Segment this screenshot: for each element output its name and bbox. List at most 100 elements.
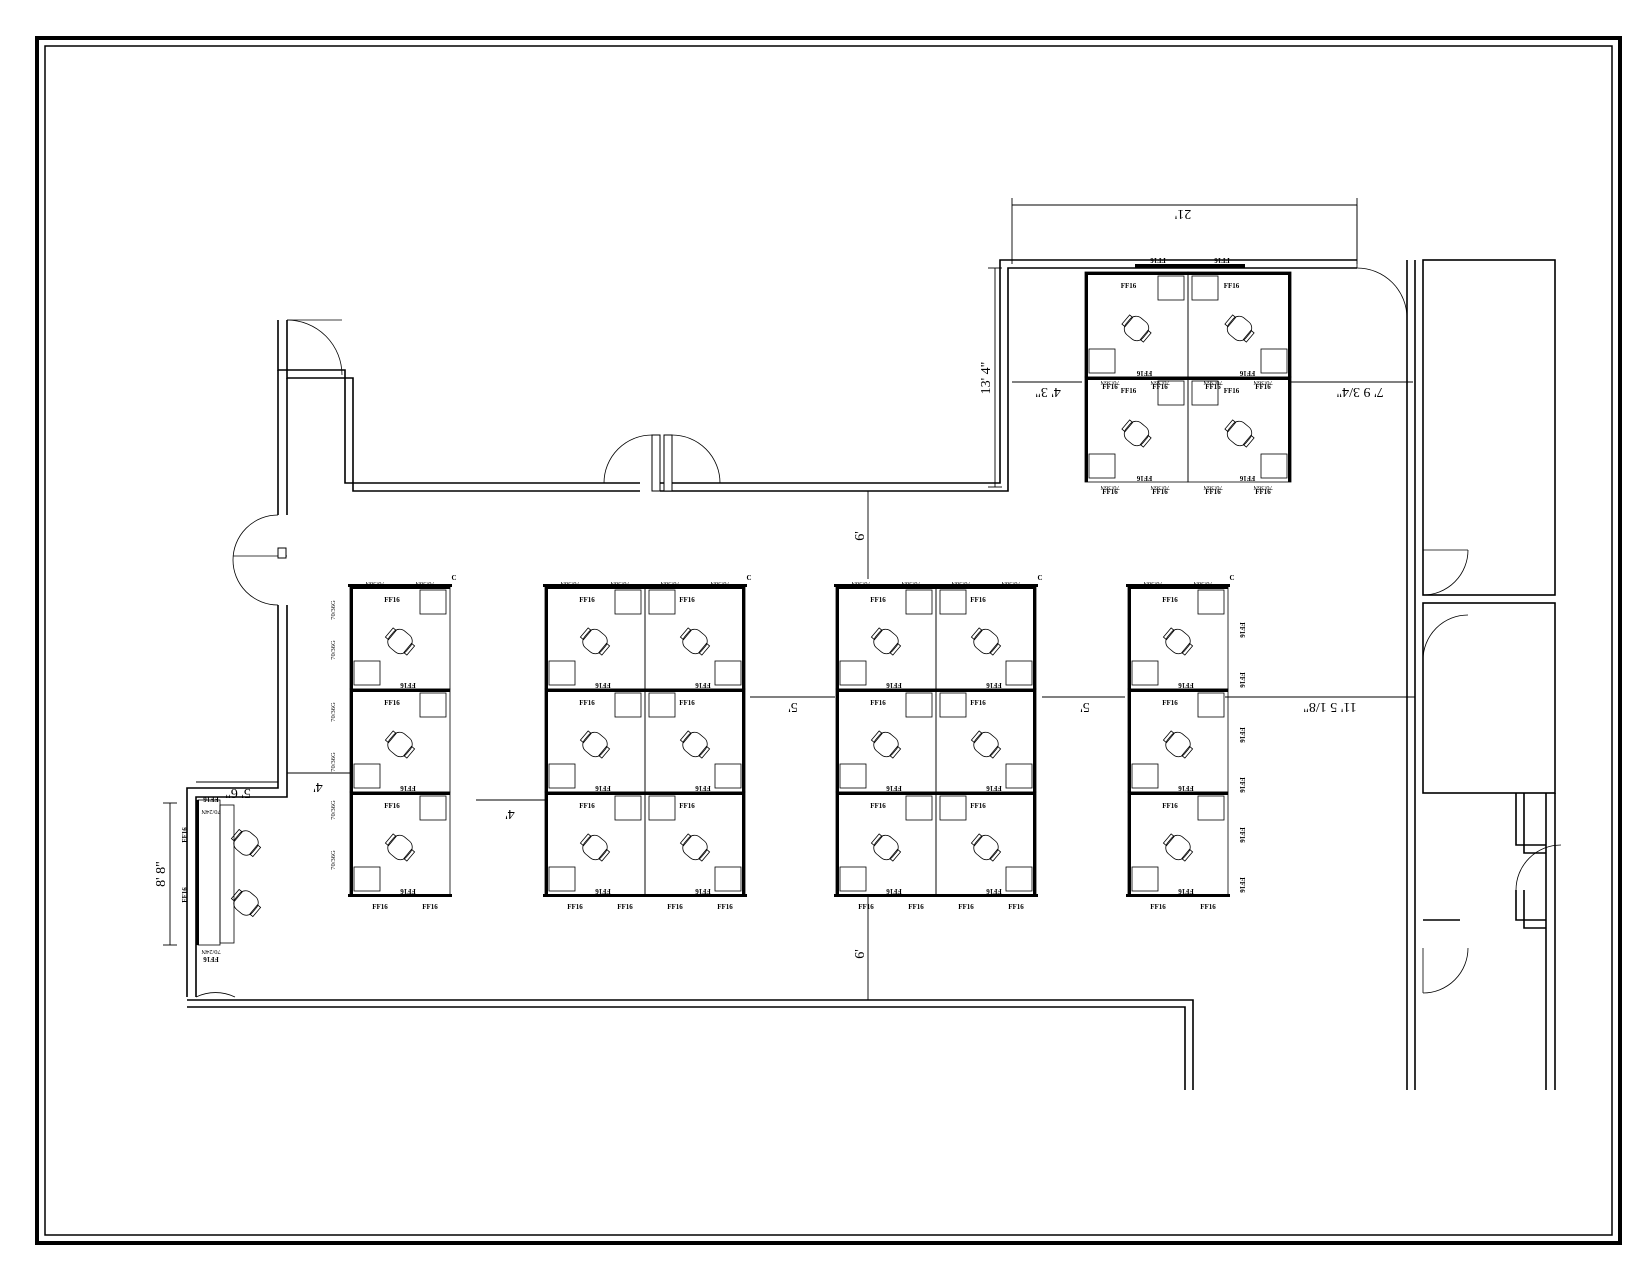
desk-return: [1197, 589, 1225, 615]
dim-aisle-b: 5': [1080, 699, 1090, 714]
workstation: [644, 688, 746, 793]
panel-label: FF16: [1162, 802, 1178, 810]
panel-top: [645, 689, 745, 692]
workstation: [544, 585, 646, 690]
panel-label: C: [1037, 574, 1042, 582]
reception-panel: [196, 800, 199, 945]
panel-label: 70/36N: [1253, 484, 1273, 491]
panel-label: FF16: [1255, 383, 1271, 391]
panel-label: C: [451, 574, 456, 582]
panel-label: 70/36N: [851, 580, 871, 587]
sheet-border: [35, 36, 1622, 1245]
desk-return: [905, 795, 933, 821]
workstation: [544, 688, 646, 793]
file-pedestal: [714, 866, 742, 892]
panel-top: [936, 792, 1036, 795]
panel-label: FF16: [1238, 622, 1246, 638]
chair-icon: [970, 627, 1002, 656]
panel-side: [1085, 377, 1088, 482]
panel-label: FF16: [870, 596, 886, 604]
file-pedestal: [839, 866, 867, 892]
panel-run: [1135, 264, 1245, 268]
panel-label: 70/36N: [1001, 580, 1021, 587]
dim-left-gap: 4': [313, 779, 323, 794]
chair-icon: [230, 888, 262, 918]
panel-label: FF16: [858, 903, 874, 911]
panel-label: FF16: [384, 596, 400, 604]
panel-label: 70/36N: [1193, 580, 1213, 587]
panel-run: [348, 894, 452, 897]
panel-label: FF16: [1102, 383, 1118, 391]
panel-side: [350, 689, 353, 792]
panel-label: FF16: [400, 784, 416, 792]
panel-label: 70/24N: [201, 808, 221, 815]
panel-label: FF16: [1121, 282, 1137, 290]
desk-return: [648, 795, 676, 821]
panel-label: FF16: [203, 795, 219, 803]
desk-return: [1197, 795, 1225, 821]
file-pedestal: [1131, 866, 1159, 892]
workstation: [1127, 791, 1229, 896]
file-pedestal: [714, 763, 742, 789]
panel-label: 70/36G: [330, 800, 337, 820]
panel-side: [836, 792, 839, 895]
panel-label: FF16: [986, 681, 1002, 689]
panel-label: 70/36N: [560, 580, 580, 587]
panel-label: FF16: [579, 596, 595, 604]
panel-label: FF16: [1121, 387, 1137, 395]
workstation: [1084, 271, 1189, 378]
panel-label: FF16: [1102, 488, 1118, 496]
panel-label: FF16: [1008, 903, 1024, 911]
dim-reception-width: 5' 6": [225, 785, 251, 800]
panel-label: FF16: [1200, 903, 1216, 911]
panel-side: [1288, 377, 1291, 482]
panel-label: FF16: [1238, 877, 1246, 893]
file-pedestal: [1005, 763, 1033, 789]
chair-icon: [679, 627, 711, 656]
panel-label: 70/36N: [951, 580, 971, 587]
panel-label: C: [746, 574, 751, 582]
file-pedestal: [353, 660, 381, 686]
panel-label: FF16: [1150, 903, 1166, 911]
panel-label: 70/36G: [330, 600, 337, 620]
panel-side: [1033, 689, 1036, 792]
file-pedestal: [1005, 866, 1033, 892]
panel-label: FF16: [1152, 383, 1168, 391]
panel-label: FF16: [400, 681, 416, 689]
panel-top: [836, 792, 936, 795]
panel-label: FF16: [970, 596, 986, 604]
panel-label: FF16: [1238, 727, 1246, 743]
dim-left-gap-b: 4': [505, 806, 515, 821]
panel-label: 70/36N: [1100, 379, 1120, 386]
panel-label: FF16: [1162, 596, 1178, 604]
panel-top: [645, 792, 745, 795]
chair-icon: [1121, 314, 1152, 343]
panel-label: 70/36G: [330, 752, 337, 772]
file-pedestal: [353, 763, 381, 789]
panel-top: [1128, 689, 1228, 692]
chair-icon: [1224, 419, 1255, 448]
panel-label: FF16: [679, 699, 695, 707]
workstation: [835, 791, 937, 896]
file-pedestal: [548, 660, 576, 686]
dimension-labels: 21' 13' 4" 4' 3" 7' 9 3/4" 6' 6' 5' 5' 1…: [154, 206, 1384, 959]
file-pedestal: [714, 660, 742, 686]
panel-label: FF16: [1238, 777, 1246, 793]
panel-label: FF16: [1152, 488, 1168, 496]
panel-label: 70/36N: [1100, 484, 1120, 491]
panel-label: FF16: [870, 699, 886, 707]
panel-label: FF16: [567, 903, 583, 911]
panel-side: [742, 689, 745, 792]
workstation: [935, 791, 1037, 896]
file-pedestal: [1088, 453, 1116, 479]
desk-return: [614, 692, 642, 718]
dim-upper-height: 13' 4": [979, 362, 994, 395]
panel-label: FF16: [203, 955, 219, 963]
file-pedestal: [548, 763, 576, 789]
panel-label: FF16: [1224, 387, 1240, 395]
panel-side: [545, 586, 548, 689]
panel-top: [1188, 377, 1291, 380]
workstation: [1127, 688, 1229, 793]
chair-icon: [384, 730, 416, 759]
